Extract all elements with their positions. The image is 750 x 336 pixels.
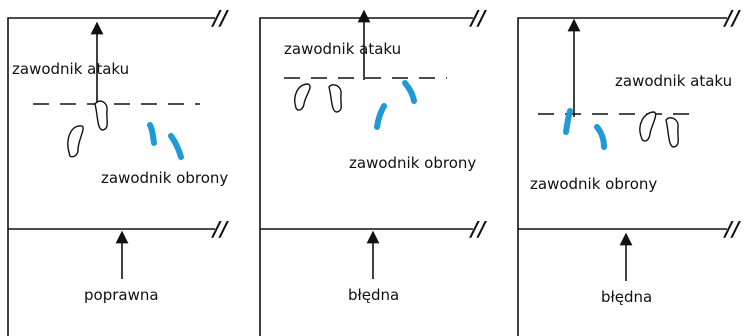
court-outline	[517, 17, 727, 336]
verdict-label: błędna	[348, 286, 399, 304]
defender-foot-left	[374, 103, 387, 130]
attacker-foot-left	[639, 111, 657, 142]
attacker-foot-right	[328, 84, 342, 113]
court-outline	[7, 17, 215, 336]
break-mark-top: //	[469, 6, 487, 30]
break-mark-net: //	[469, 217, 487, 241]
defender-foot-left	[147, 122, 157, 146]
break-mark-net: //	[211, 217, 229, 241]
defender-foot-right	[168, 133, 184, 160]
verdict-label: poprawna	[84, 286, 159, 304]
attacker-label: zawodnik ataku	[615, 72, 732, 90]
break-mark-top: //	[211, 6, 229, 30]
defender-label: zawodnik obrony	[530, 175, 657, 193]
break-mark-top: //	[723, 6, 741, 30]
defender-foot-left	[563, 108, 573, 135]
attacker-label: zawodnik ataku	[284, 40, 401, 58]
panel-1: // // zawodnik ataku zawodnik obrony pop…	[7, 6, 229, 336]
attacker-foot-right	[665, 117, 679, 148]
defender-foot-right	[594, 124, 607, 150]
court-outline	[259, 17, 473, 336]
break-mark-net: //	[723, 217, 741, 241]
attacker-foot-left	[67, 125, 84, 158]
verdict-label: błędna	[601, 288, 652, 306]
defender-label: zawodnik obrony	[101, 169, 228, 187]
attacker-foot-left	[294, 83, 311, 111]
panel-2: // // zawodnik ataku zawodnik obrony błę…	[259, 6, 487, 336]
attacker-label: zawodnik ataku	[12, 60, 129, 78]
defender-label: zawodnik obrony	[349, 154, 476, 172]
attacker-foot-right	[94, 100, 108, 131]
defender-foot-right	[402, 80, 417, 104]
panel-3: // // zawodnik ataku zawodnik obrony błę…	[517, 6, 741, 336]
